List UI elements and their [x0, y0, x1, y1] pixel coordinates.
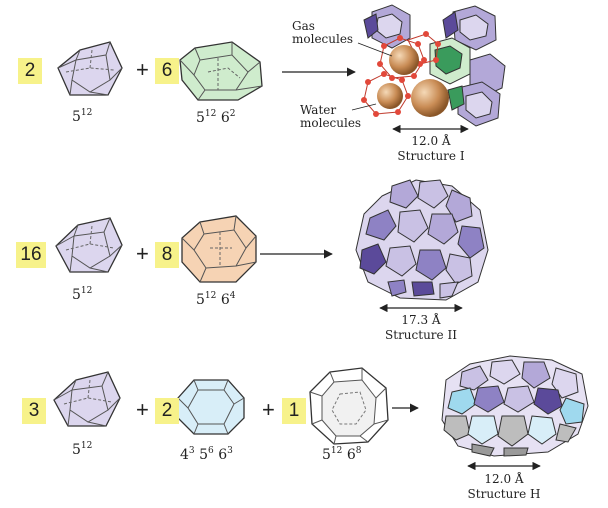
gas-molecules-label: Gas molecules [292, 19, 354, 46]
water-leader-line [351, 103, 377, 111]
gas-molecules [377, 45, 449, 117]
cage-5-12-row1 [57, 41, 123, 96]
structure-h-name: Structure H [467, 487, 541, 501]
water-molecules-label: Water molecules [300, 103, 362, 130]
structure-2-lattice [355, 179, 489, 301]
cage-label-row2-term2: 512 64 [196, 291, 236, 308]
gas-leader-line [357, 42, 393, 57]
count-row3-term3: 1 [282, 398, 306, 424]
cage-5-12-6-4 [181, 215, 257, 283]
count-row3-term2: 2 [155, 398, 179, 424]
plus-sign-row2: + [136, 241, 149, 266]
dimension-label-2: 17.3 Å [401, 313, 441, 327]
plus-sign-row3-b: + [262, 397, 275, 422]
count-row3-term1: 3 [22, 398, 46, 424]
cage-label-row3-term3: 512 68 [322, 446, 362, 463]
cage-label-row1-term2: 512 62 [196, 109, 236, 126]
cage-5-12-6-2 [179, 41, 263, 101]
cage-5-12-row2 [55, 217, 123, 273]
cage-label-row3-term2: 43 56 63 [180, 446, 233, 463]
cage-label-row2-term1: 512 [72, 286, 93, 303]
cage-4-3-5-6-6-3 [177, 379, 245, 435]
structure-1-name: Structure I [397, 149, 465, 163]
structure-1-lattice [363, 4, 506, 127]
structure-2-name: Structure II [385, 328, 457, 342]
cage-5-12-row3 [53, 371, 121, 427]
count-row2-term2: 8 [155, 242, 179, 268]
cage-label-row3-term1: 512 [72, 441, 93, 458]
dimension-label-3: 12.0 Å [484, 472, 524, 486]
dimension-label-1: 12.0 Å [411, 134, 451, 148]
cage-5-12-6-8 [309, 367, 389, 445]
oxygen-atoms [361, 31, 441, 117]
count-row1-term1: 2 [18, 58, 42, 84]
count-row2-term1: 16 [16, 242, 46, 268]
plus-sign-row1: + [136, 57, 149, 82]
structure-h-lattice [441, 355, 589, 457]
count-row1-term2: 6 [155, 58, 179, 84]
plus-sign-row3-a: + [136, 397, 149, 422]
cage-label-row1-term1: 512 [72, 108, 93, 125]
